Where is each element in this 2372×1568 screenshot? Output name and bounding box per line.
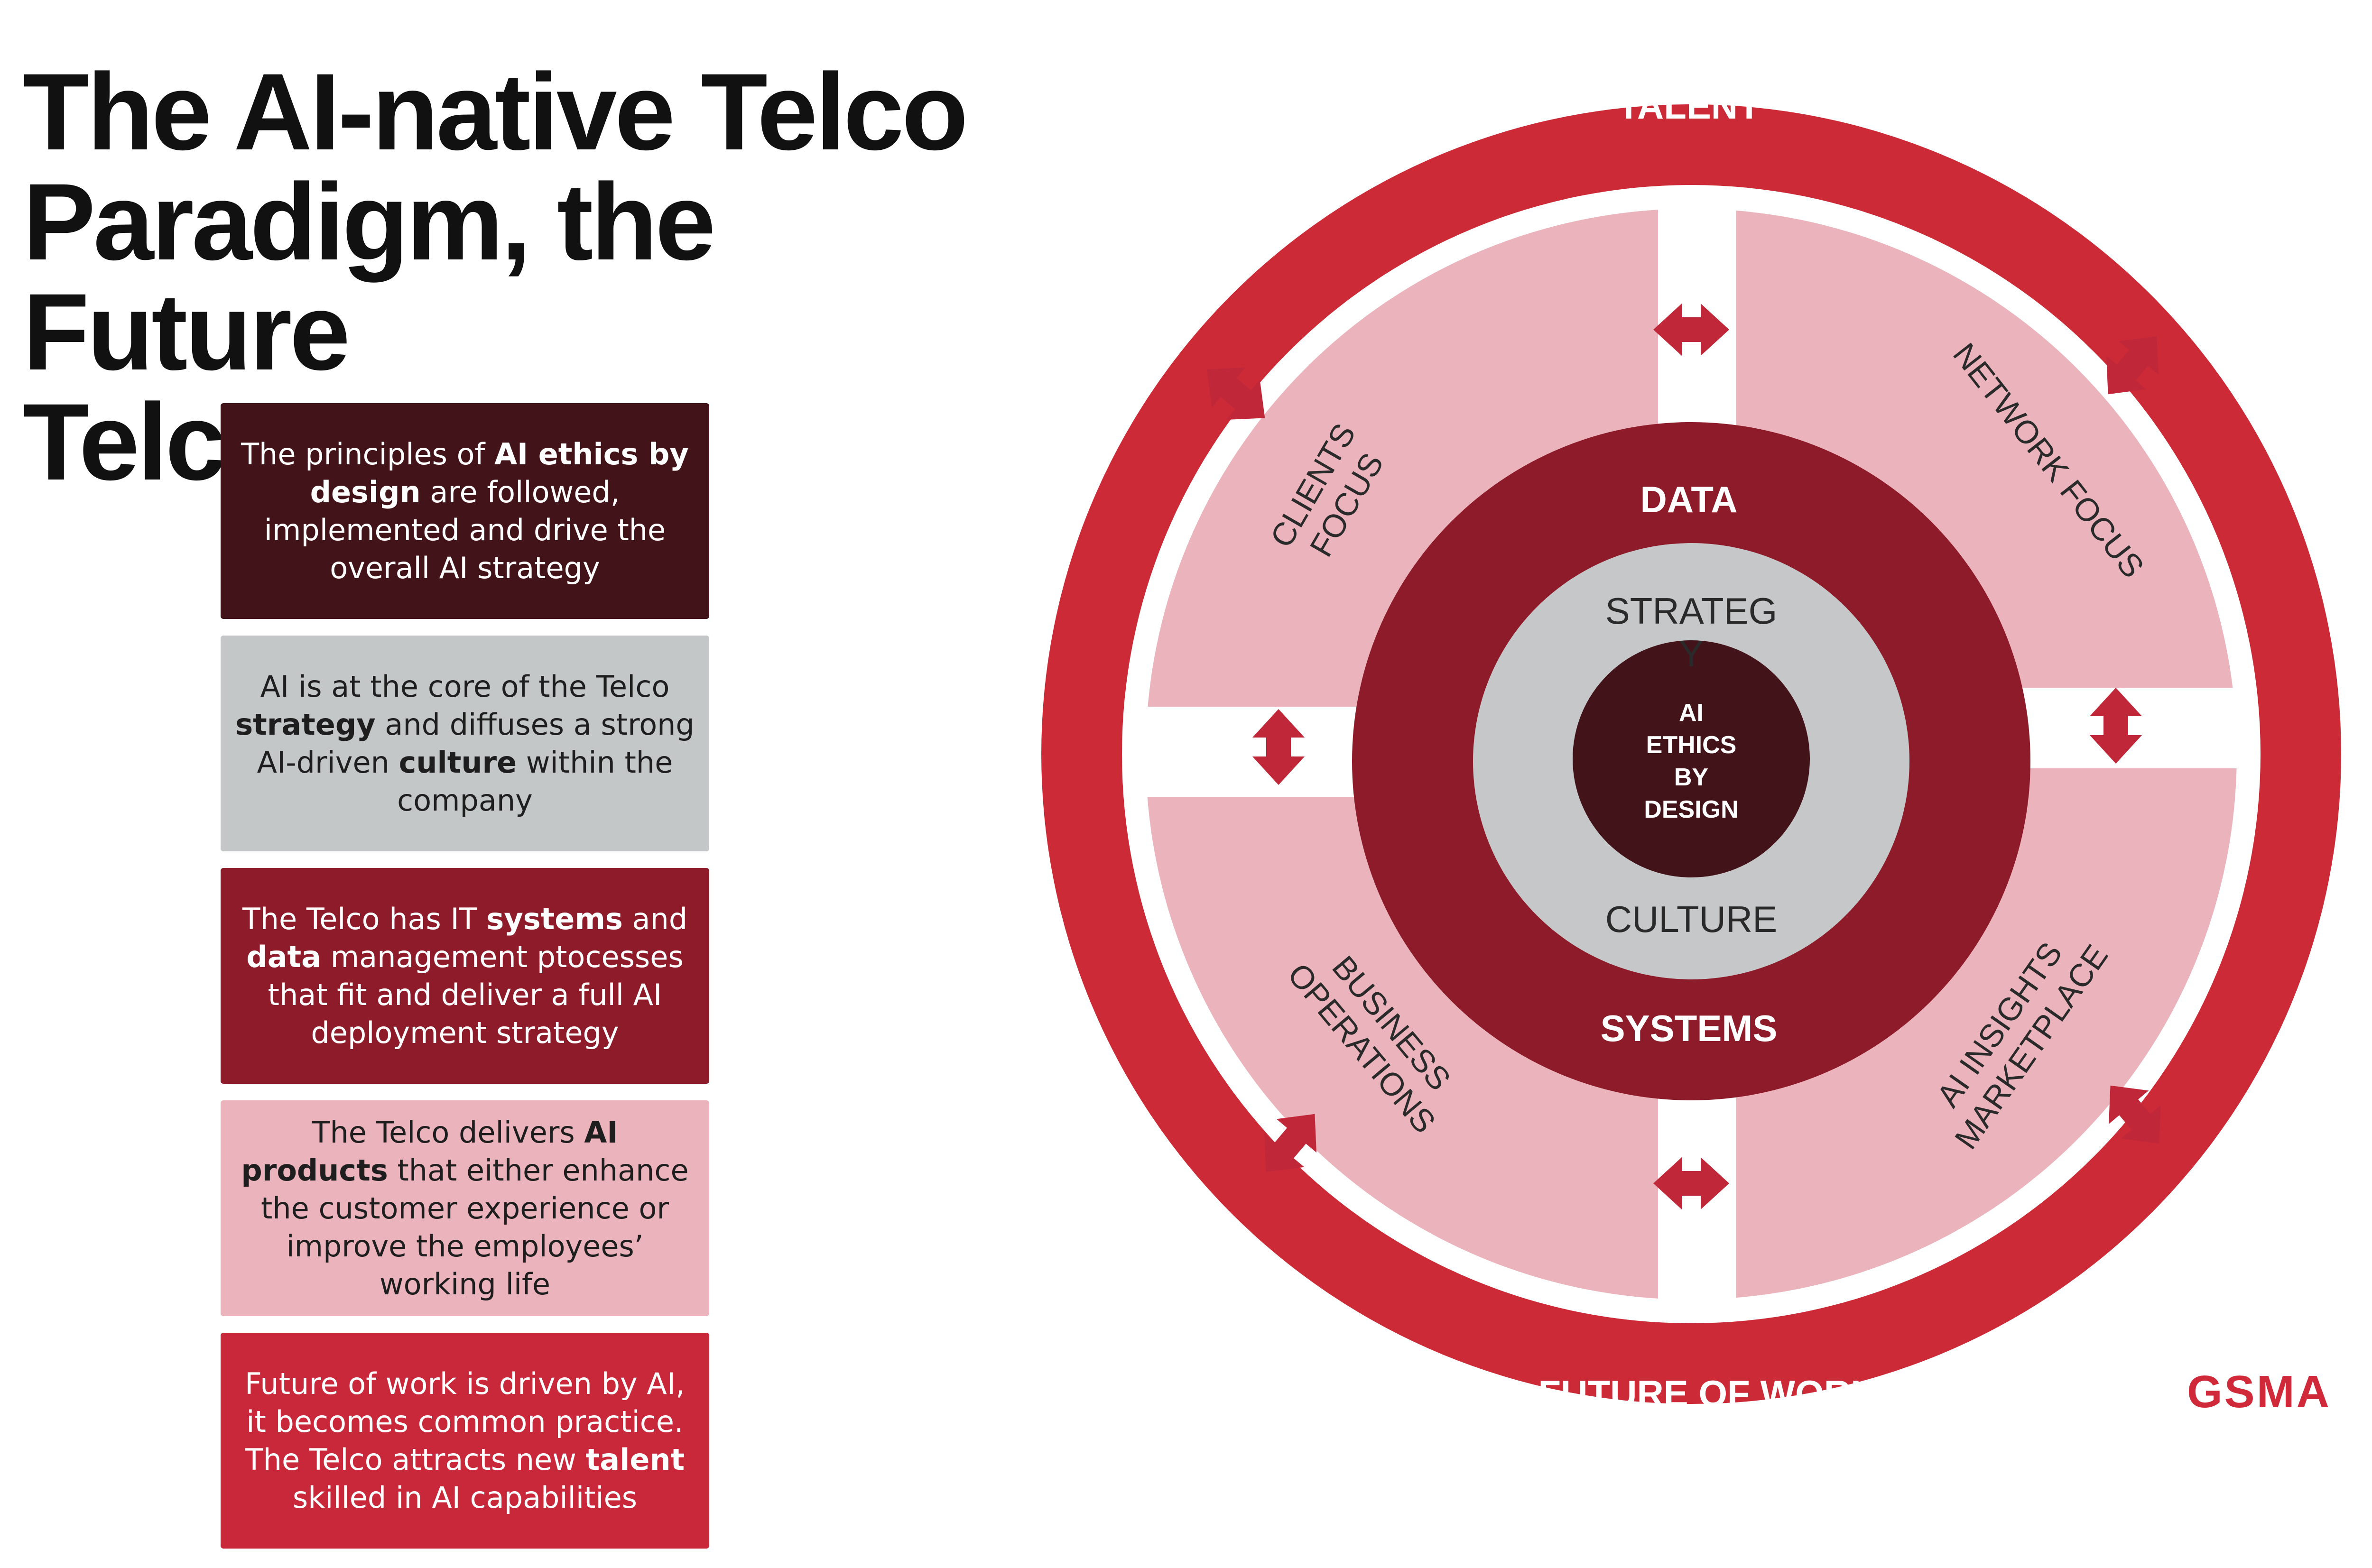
box-text-segment: that either enhance the customer experie… [261, 1153, 689, 1301]
box-text-bold: AI ethics by design [310, 436, 689, 509]
box-future-of-work: Future of work is driven by AI, it becom… [221, 1333, 709, 1549]
box-text-segment: The principles of [241, 436, 495, 471]
label-strategy-line2: Y [1679, 633, 1704, 674]
box-text-bold: systems [486, 901, 623, 936]
title-line-2: Paradigm, the Future [23, 161, 716, 393]
box-text-segment: and diffuses a strong AI-driven [257, 707, 695, 780]
box-text: AI is at the core of the Telco strategy … [235, 668, 695, 820]
box-systems-data: The Telco has IT systems and data manage… [221, 868, 709, 1084]
box-strategy-culture: AI is at the core of the Telco strategy … [221, 636, 709, 851]
box-text-bold: talent [585, 1442, 685, 1477]
label-systems: SYSTEMS [1601, 1007, 1778, 1049]
box-text-segment: within the company [397, 745, 673, 818]
box-text-segment: skilled in AI capabilities [292, 1480, 638, 1515]
label-culture: CULTURE [1605, 898, 1778, 940]
core-line-2: ETHICS [1646, 731, 1737, 759]
box-ai-products: The Telco delivers AI products that eith… [221, 1100, 709, 1316]
box-text-bold: culture [398, 745, 517, 780]
core-line-4: DESIGN [1644, 796, 1738, 823]
box-text: The Telco delivers AI products that eith… [235, 1114, 695, 1303]
box-text: The Telco has IT systems and data manage… [235, 900, 695, 1052]
label-future-of-work: FUTURE OF WORK [1538, 1373, 1878, 1414]
box-text-segment: management ptocesses that fit and delive… [268, 939, 684, 1050]
title-line-1: The AI-native Telco [23, 51, 968, 173]
box-text: Future of work is driven by AI, it becom… [235, 1365, 695, 1517]
core-line-1: AI [1679, 699, 1704, 727]
box-text-segment: are followed, implemented and drive the … [264, 474, 666, 585]
label-data: DATA [1640, 479, 1737, 520]
box-ai-ethics: The principles of AI ethics by design ar… [221, 403, 709, 619]
box-text-segment: The Telco delivers [312, 1115, 584, 1150]
gsma-logo: GSMA [2187, 1366, 2331, 1417]
box-text-bold: data [246, 939, 322, 974]
label-talent: TALENT [1617, 85, 1760, 127]
box-text: The principles of AI ethics by design ar… [235, 435, 695, 587]
box-text-segment: AI is at the core of the Telco [260, 669, 670, 704]
box-text-segment: The Telco has IT [242, 901, 487, 936]
box-text-bold: AI products [241, 1115, 618, 1188]
box-text-segment: Future of work is driven by AI, it becom… [245, 1366, 685, 1477]
core-line-3: BY [1674, 764, 1708, 791]
ai-ethics-core [1573, 640, 1810, 877]
box-text-bold: strategy [235, 707, 376, 742]
label-strategy-line1: STRATEG [1605, 590, 1778, 632]
box-text-segment: and [622, 901, 688, 936]
